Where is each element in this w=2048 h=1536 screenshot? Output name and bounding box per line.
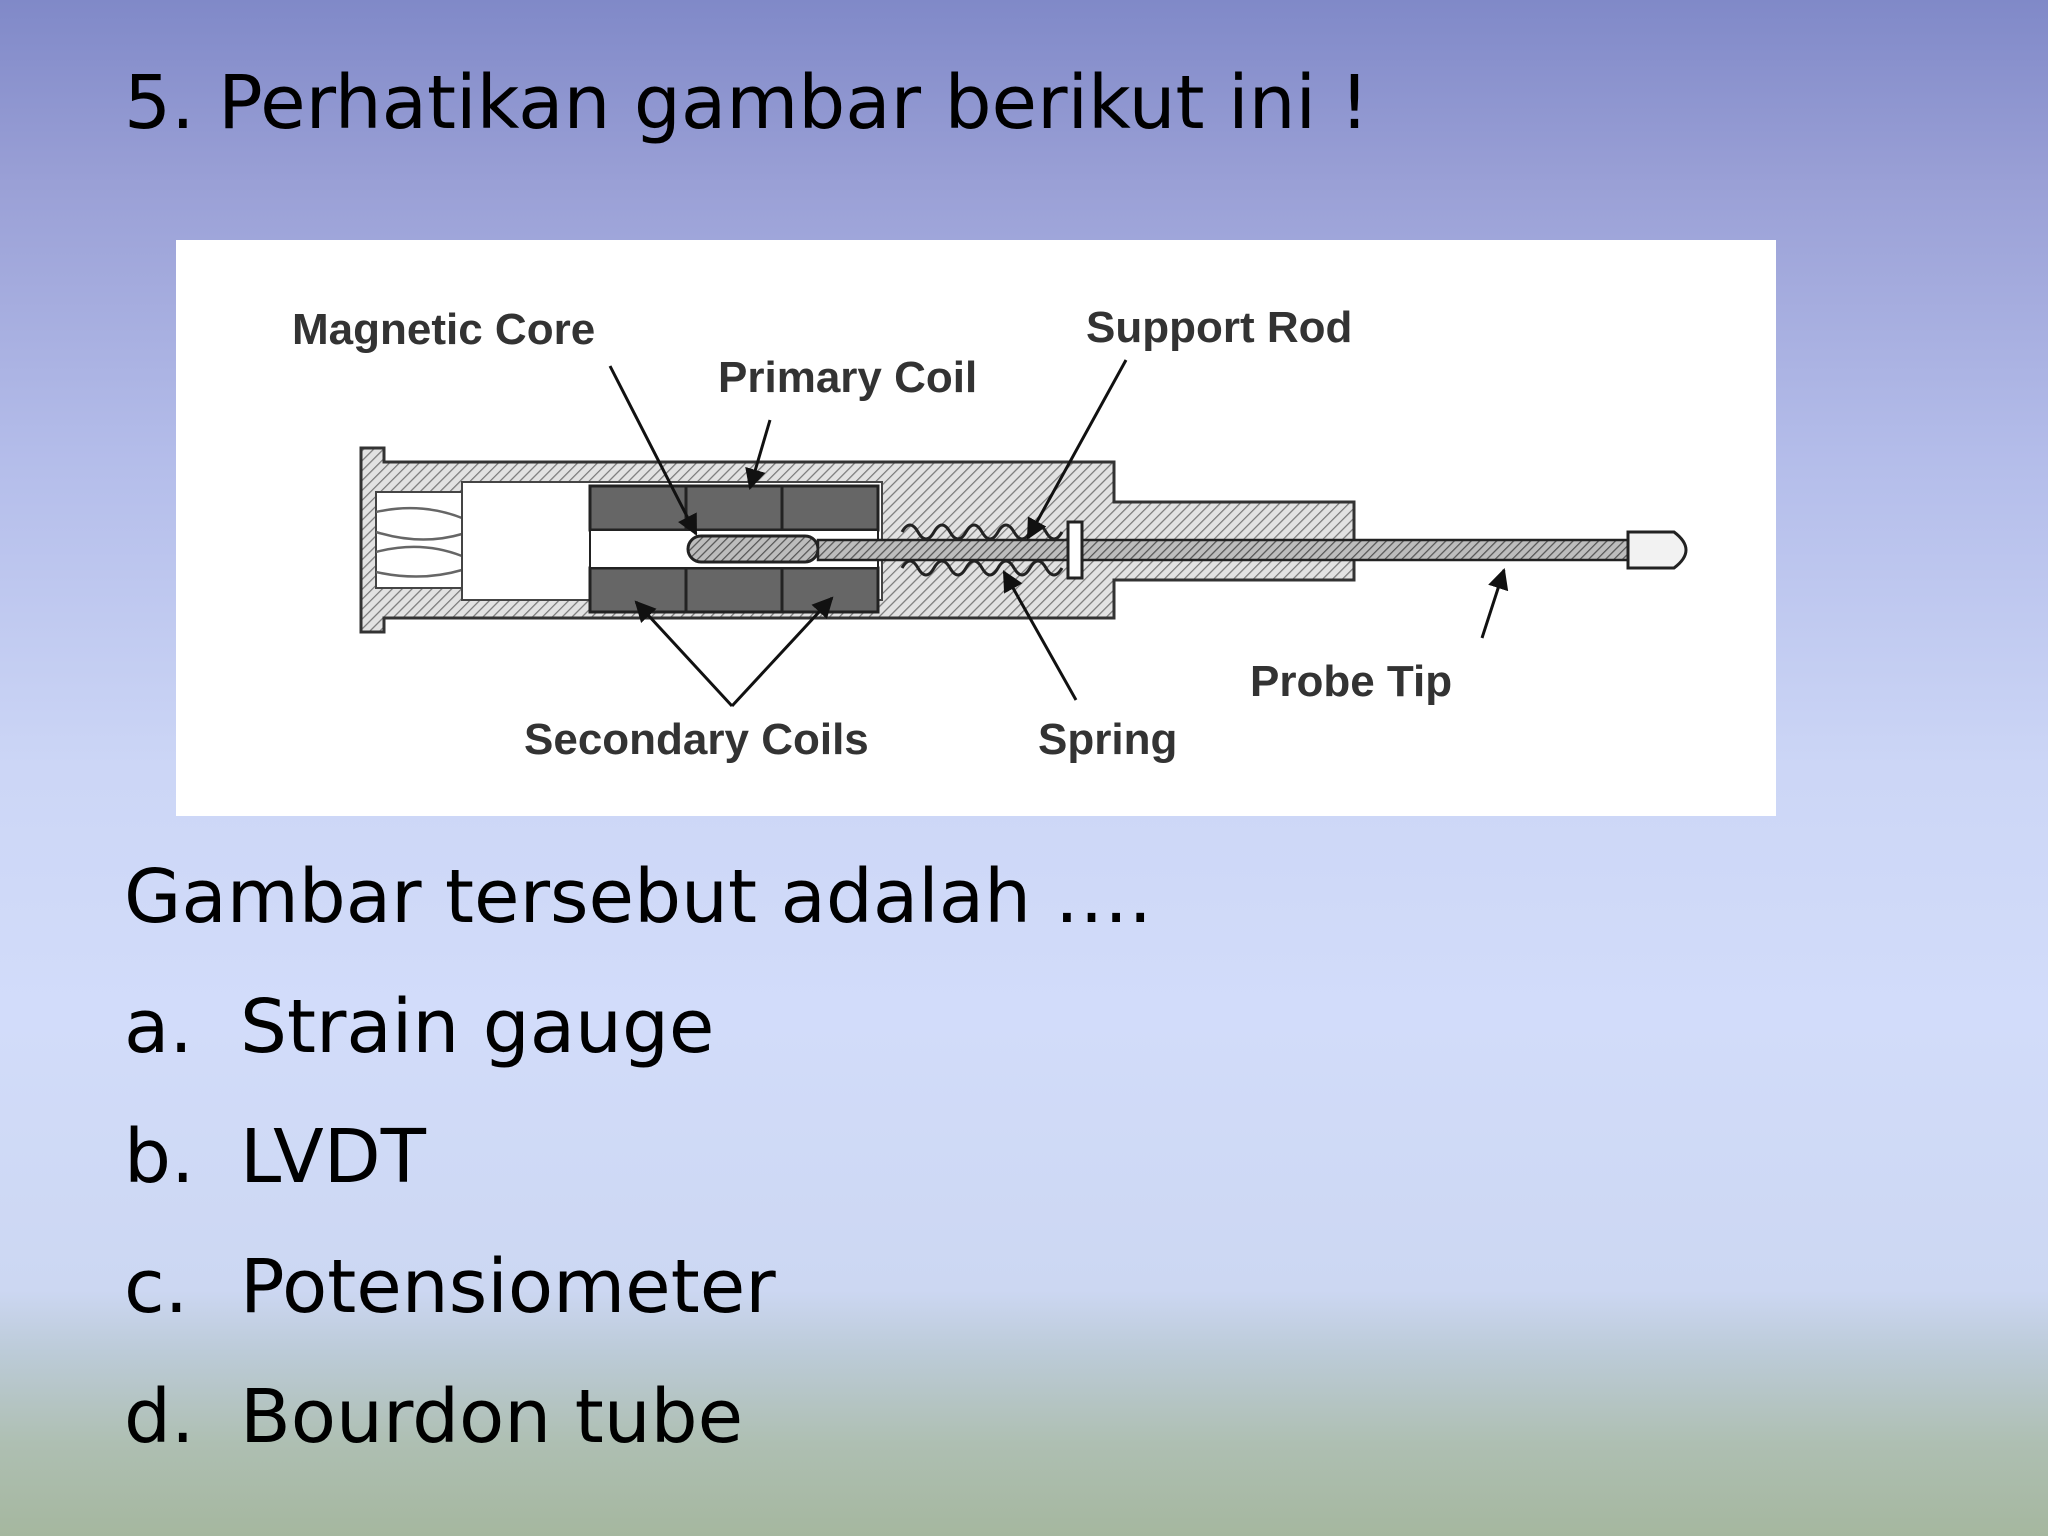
support-rod bbox=[816, 538, 1660, 562]
option-text: LVDT bbox=[240, 1114, 426, 1200]
label-probe-tip: Probe Tip bbox=[1250, 657, 1452, 706]
label-spring: Spring bbox=[1038, 715, 1177, 764]
secondary-coil-segment bbox=[780, 566, 880, 614]
label-support-rod: Support Rod bbox=[1086, 303, 1352, 352]
secondary-coil-segment bbox=[684, 566, 784, 614]
option-text: Strain gauge bbox=[240, 984, 715, 1070]
slide-title: 5. Perhatikan gambar berikut ini ! bbox=[124, 60, 1370, 146]
magnetic-core bbox=[686, 534, 820, 564]
primary-coil-segment bbox=[588, 484, 688, 532]
label-primary-coil: Primary Coil bbox=[718, 353, 977, 402]
option-text: Bourdon tube bbox=[240, 1374, 744, 1460]
option-letter: d. bbox=[124, 1374, 195, 1460]
label-magnetic-core: Magnetic Core bbox=[292, 305, 595, 354]
label-secondary-coils: Secondary Coils bbox=[524, 715, 869, 764]
lvdt-diagram: Magnetic Core Primary Coil Support Rod P… bbox=[176, 240, 1776, 816]
option-text: Potensiometer bbox=[240, 1244, 776, 1330]
question-text: Gambar tersebut adalah …. bbox=[124, 854, 1153, 940]
option-letter: c. bbox=[124, 1244, 189, 1330]
primary-coil-segment bbox=[684, 484, 784, 532]
option-letter: a. bbox=[124, 984, 193, 1070]
primary-coil-segment bbox=[780, 484, 880, 532]
probe-tip bbox=[1626, 530, 1688, 570]
option-letter: b. bbox=[124, 1114, 195, 1200]
